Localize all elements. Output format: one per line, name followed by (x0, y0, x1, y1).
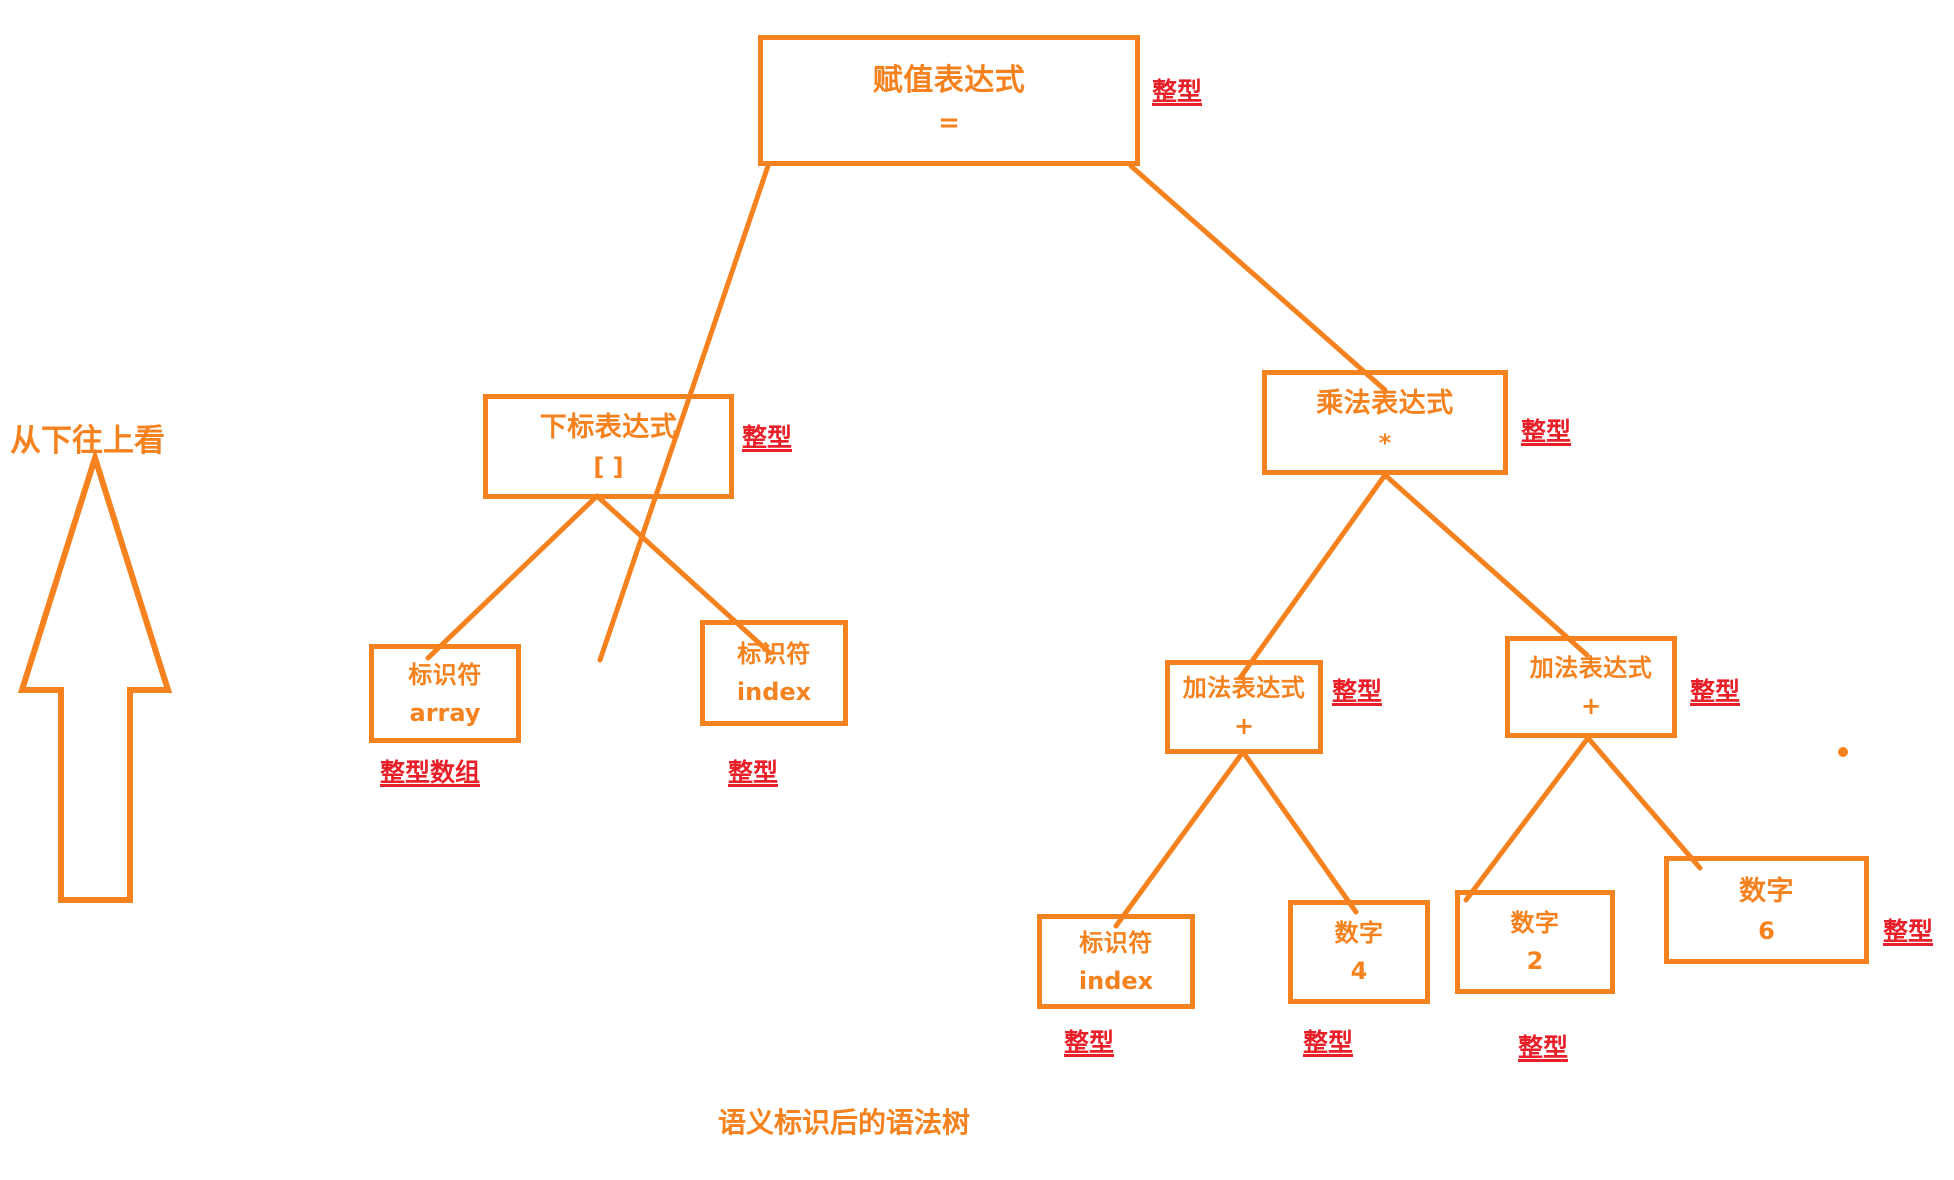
tree-node-num-4[interactable]: 数字 4 (1288, 900, 1430, 1004)
tree-node-label: 标识符 (408, 660, 482, 689)
tree-edge-add-right-to-num-6 (1585, 735, 1703, 871)
tree-node-operator: index (736, 678, 812, 706)
type-annotation-ident-index-2: 整型 (1064, 1028, 1115, 1057)
tree-node-label: 数字 (1334, 919, 1384, 947)
tree-edge-subscript-to-ident-array (425, 493, 600, 661)
tree-node-multiply[interactable]: 乘法表达式 * (1262, 370, 1508, 475)
figure-caption: 语义标识后的语法树 (718, 1106, 971, 1139)
type-annotation-ident-index-1: 整型 (728, 758, 779, 787)
tree-node-label: 赋值表达式 (872, 62, 1026, 98)
tree-edge-add-left-to-num-4 (1240, 749, 1359, 915)
type-annotation-num-6: 整型 (1883, 917, 1934, 946)
tree-edge-add-right-to-num-2 (1463, 735, 1591, 903)
tree-node-label: 标识符 (1079, 928, 1153, 957)
tree-node-operator: + (1233, 712, 1255, 740)
tree-node-ident-index-1[interactable]: 标识符 index (700, 620, 848, 726)
tree-node-operator: 2 (1526, 947, 1544, 975)
tree-edge-multiply-to-add-right (1382, 472, 1590, 658)
tree-node-operator: [ ] (593, 453, 624, 481)
tree-node-assign[interactable]: 赋值表达式 = (758, 35, 1140, 166)
tree-node-ident-index-2[interactable]: 标识符 index (1037, 914, 1195, 1009)
tree-node-label: 乘法表达式 (1316, 388, 1454, 419)
read-direction-arrow (17, 448, 173, 903)
tree-node-operator: 6 (1758, 916, 1775, 945)
tree-node-label: 下标表达式 (539, 412, 678, 443)
tree-edge-add-left-to-ident-index-2 (1113, 749, 1246, 929)
tree-edge-assign-to-multiply (1128, 163, 1388, 393)
type-annotation-num-2: 整型 (1518, 1033, 1569, 1062)
tree-node-num-6[interactable]: 数字 6 (1664, 856, 1869, 964)
tree-node-num-2[interactable]: 数字 2 (1455, 890, 1615, 994)
type-annotation-add-left: 整型 (1332, 677, 1383, 706)
tree-node-ident-array[interactable]: 标识符 array (369, 644, 521, 743)
tree-node-label: 数字 (1739, 875, 1794, 907)
tree-node-label: 数字 (1510, 909, 1560, 937)
tree-node-operator: index (1078, 966, 1154, 995)
tree-node-operator: * (1378, 429, 1392, 457)
tree-node-add-right[interactable]: 加法表达式 + (1505, 636, 1677, 738)
type-annotation-add-right: 整型 (1690, 677, 1741, 706)
type-annotation-assign: 整型 (1152, 77, 1203, 106)
tree-node-operator: = (938, 107, 960, 138)
tree-edge-multiply-to-add-left (1237, 472, 1388, 681)
type-annotation-num-4: 整型 (1303, 1028, 1354, 1057)
tree-node-label: 加法表达式 (1529, 654, 1653, 682)
read-direction-label: 从下往上看 (10, 423, 165, 459)
tree-node-operator: 4 (1350, 957, 1368, 985)
type-annotation-multiply: 整型 (1521, 417, 1572, 446)
tree-node-operator: + (1580, 692, 1602, 720)
tree-node-subscript[interactable]: 下标表达式 [ ] (483, 394, 734, 499)
type-annotation-ident-array: 整型数组 (380, 758, 481, 787)
tree-node-label: 标识符 (737, 640, 811, 668)
type-annotation-subscript: 整型 (742, 423, 793, 452)
stray-dot-icon (1838, 747, 1848, 757)
tree-node-label: 加法表达式 (1182, 674, 1306, 702)
tree-node-add-left[interactable]: 加法表达式 + (1165, 660, 1323, 754)
tree-node-operator: array (409, 698, 481, 727)
